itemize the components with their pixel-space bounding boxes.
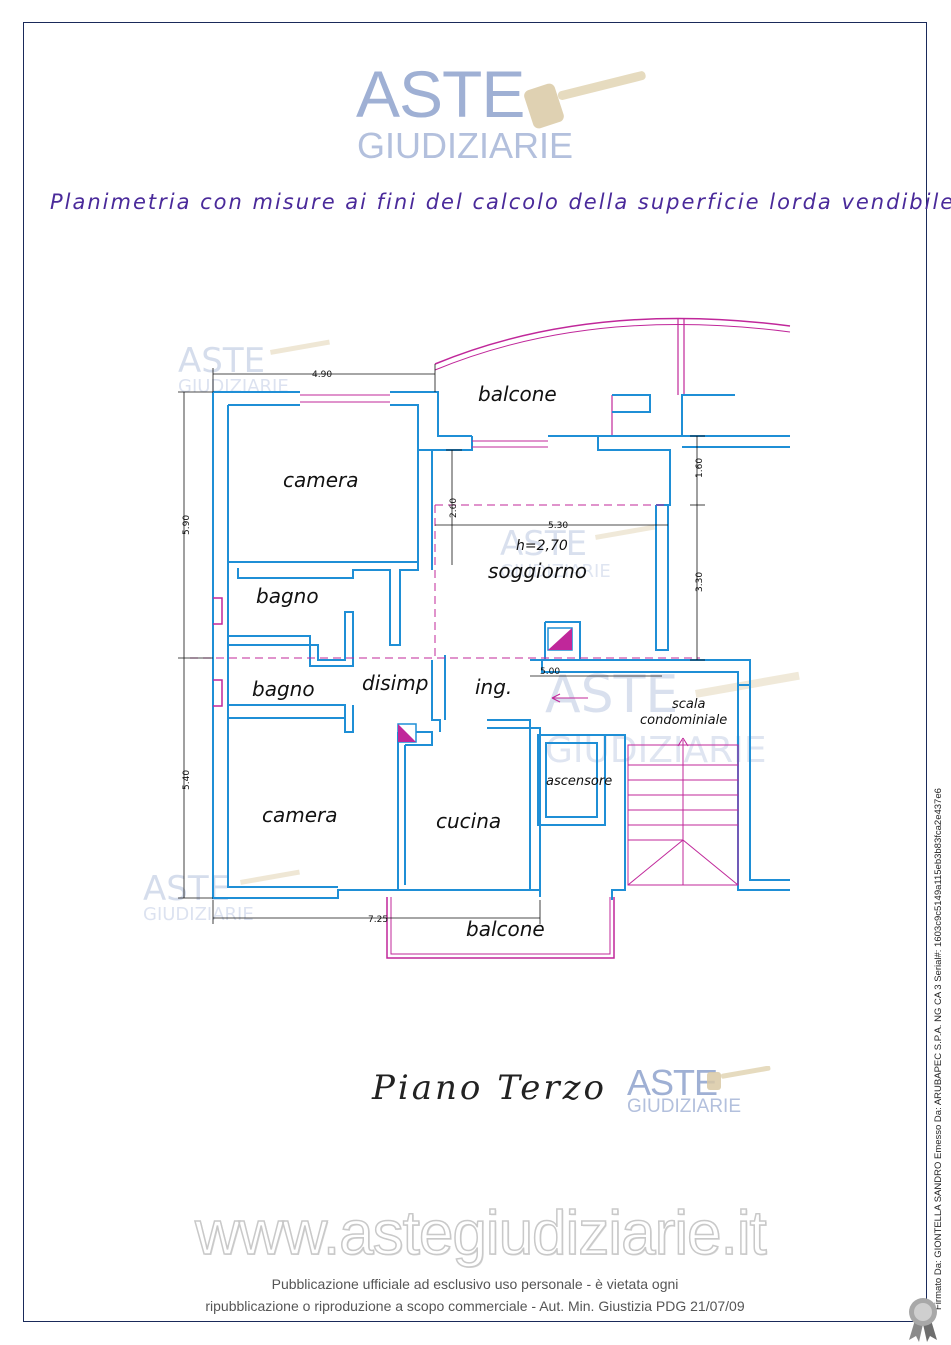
dim-left-upper: 5.90 [182, 515, 192, 535]
dimension-lines [178, 364, 705, 924]
room-scala-line1: scala [672, 697, 705, 712]
room-soggiorno-height: h=2,70 [516, 538, 568, 554]
room-camera-bottom: camera [262, 803, 338, 827]
logo-giudiziarie-text: GIUDIZIARIE [627, 1096, 742, 1117]
floor-title: Piano Terzo [372, 1068, 607, 1108]
watermark-giudiziarie: GIUDIZIARIE [500, 561, 611, 582]
watermark-giudiziarie: GIUDIZIARIE [143, 904, 254, 925]
watermark-giudiziarie: GIUDIZIARIE [545, 730, 766, 771]
walls [212, 391, 790, 900]
logo-aste-text: ASTE [356, 57, 525, 131]
room-balcone-bottom: balcone [466, 917, 545, 941]
dim-right-upper: 1.60 [695, 458, 705, 478]
dim-soggiorno-width: 5.30 [548, 521, 568, 531]
room-balcone-top: balcone [478, 382, 557, 406]
site-url-watermark: www.astegiudiziarie.it [194, 1198, 767, 1269]
watermark-aste: ASTE [178, 341, 265, 381]
room-ascensore: ascensore [546, 774, 612, 789]
digital-signature: Firmato Da: GIONTELLA SANDRO Emesso Da: … [933, 788, 944, 1310]
watermark-giudiziarie: GIUDIZIARIE [178, 376, 289, 397]
gavel-icon [524, 71, 646, 129]
plan-title: Planimetria con misure ai fini del calco… [50, 190, 951, 214]
room-ingresso: ing. [475, 675, 512, 699]
dim-top-width: 4.90 [312, 370, 332, 380]
footer-line-2: ripubblicazione o riproduzione a scopo c… [205, 1298, 745, 1314]
dim-right-lower: 3.30 [695, 572, 705, 592]
dim-bottom-width: 7.25 [368, 915, 388, 925]
measurement-outline [190, 504, 700, 660]
balcony-bottom [386, 897, 615, 959]
room-bagno-top: bagno [256, 584, 319, 608]
watermark-logo-4: ASTE GIUDIZIARIE [143, 869, 300, 925]
page-frame [23, 22, 927, 1322]
footer-line-1: Pubblicazione ufficiale ad esclusivo uso… [271, 1276, 679, 1292]
entrance-arrow [551, 693, 588, 703]
dim-left-lower: 5.40 [182, 770, 192, 790]
stairs [627, 737, 739, 886]
gavel-icon [707, 1066, 771, 1090]
room-soggiorno: soggiorno [488, 559, 587, 583]
room-disimp: disimp [362, 671, 428, 695]
watermark-aste: ASTE [500, 524, 587, 564]
logo-aste-text: ASTE [627, 1062, 718, 1103]
room-scala-line2: condominiale [640, 713, 727, 728]
dim-soggiorno-depth: 2.60 [449, 498, 459, 518]
watermark-logo-2: ASTE GIUDIZIARIE [500, 524, 655, 582]
certified-seal-icon [909, 1298, 937, 1342]
room-camera-top: camera [283, 468, 359, 492]
room-cucina: cucina [436, 809, 501, 833]
room-bagno-bottom: bagno [252, 677, 315, 701]
utility-ducts [397, 627, 573, 743]
watermark-logo-1: ASTE GIUDIZIARIE [178, 339, 330, 397]
balcony-arc [434, 317, 791, 365]
watermark-aste: ASTE [143, 869, 230, 909]
logo-giudiziarie-text: GIUDIZIARIE [357, 125, 574, 166]
watermark-aste: ASTE [545, 665, 678, 725]
dim-middle-width: 5.00 [540, 667, 560, 677]
